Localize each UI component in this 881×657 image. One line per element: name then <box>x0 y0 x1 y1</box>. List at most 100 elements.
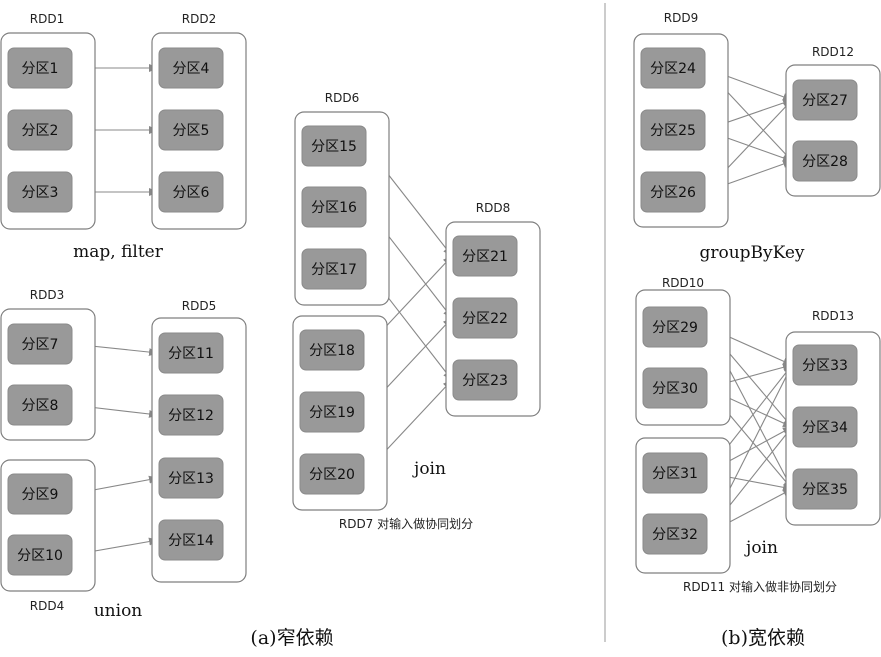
rdd-rdd13: 分区33 分区34 分区35 <box>785 331 881 526</box>
partition-label: 分区11 <box>168 346 214 362</box>
partition-label: 分区1 <box>22 61 59 77</box>
partition-node: 分区26 <box>640 171 706 213</box>
rdd-label: RDD2 <box>182 12 216 26</box>
partition-box <box>792 79 858 121</box>
partition-box <box>640 47 706 89</box>
partition-node: 分区28 <box>792 140 858 182</box>
rdd-label: RDD3 <box>30 288 64 302</box>
rdd-label: RDD11 对输入做非协同划分 <box>683 579 837 594</box>
rdd-rdd7: 分区18 分区19 分区20 <box>292 315 388 511</box>
partition-label: 分区34 <box>802 420 848 436</box>
partition-node: 分区22 <box>452 297 518 339</box>
rdd-label: RDD1 <box>30 12 64 26</box>
partition-node: 分区21 <box>452 235 518 277</box>
partition-box <box>640 171 706 213</box>
partition-label: 分区26 <box>650 185 696 201</box>
rdd-label: RDD7 对输入做协同划分 <box>339 516 473 531</box>
partition-label: 分区8 <box>22 398 59 414</box>
rdd-label: RDD13 <box>812 309 854 323</box>
partition-node: 分区35 <box>792 468 858 510</box>
partition-label: 分区12 <box>168 408 214 424</box>
partition-box <box>7 473 73 515</box>
partition-node: 分区16 <box>301 186 367 228</box>
operation-label-join-wide: join <box>744 538 778 558</box>
partition-label: 分区33 <box>802 358 848 374</box>
partition-box <box>301 186 367 228</box>
partition-node: 分区29 <box>642 306 708 348</box>
partition-box <box>642 513 708 555</box>
rdd-label: RDD6 <box>325 91 359 105</box>
partition-box <box>640 109 706 151</box>
partition-box <box>452 297 518 339</box>
partition-node: 分区23 <box>452 359 518 401</box>
rdd-label: RDD8 <box>476 201 510 215</box>
partition-box <box>158 394 224 436</box>
operation-label-union: union <box>94 601 143 621</box>
operation-label-mapfilter: map, filter <box>73 242 164 262</box>
partition-box <box>301 125 367 167</box>
partition-node: 分区5 <box>158 109 224 151</box>
partition-box <box>642 452 708 494</box>
partition-box <box>158 519 224 561</box>
partition-label: 分区22 <box>462 311 508 327</box>
partition-box <box>158 47 224 89</box>
partition-box <box>299 391 365 433</box>
partition-label: 分区35 <box>802 482 848 498</box>
partition-label: 分区23 <box>462 373 508 389</box>
partition-node: 分区12 <box>158 394 224 436</box>
partition-box <box>158 457 224 499</box>
partition-node: 分区18 <box>299 329 365 371</box>
partition-label: 分区18 <box>309 343 355 359</box>
partition-node: 分区30 <box>642 367 708 409</box>
partition-label: 分区20 <box>309 467 355 483</box>
partition-node: 分区34 <box>792 406 858 448</box>
partition-node: 分区33 <box>792 344 858 386</box>
partition-node: 分区19 <box>299 391 365 433</box>
partition-box <box>158 109 224 151</box>
partition-node: 分区13 <box>158 457 224 499</box>
partition-box <box>792 406 858 448</box>
partition-box <box>7 384 73 426</box>
partition-box <box>792 140 858 182</box>
partition-label: 分区13 <box>168 471 214 487</box>
partition-box <box>642 367 708 409</box>
partition-node: 分区32 <box>642 513 708 555</box>
partition-box <box>452 235 518 277</box>
partition-label: 分区6 <box>173 185 210 201</box>
rdd-rdd2: 分区4 分区5 分区6 <box>151 32 247 230</box>
partition-node: 分区25 <box>640 109 706 151</box>
partition-node: 分区10 <box>7 534 73 576</box>
partition-box <box>7 171 73 213</box>
partition-label: 分区25 <box>650 123 696 139</box>
rdd-container <box>151 317 247 583</box>
partition-label: 分区4 <box>173 61 210 77</box>
rdd-label: RDD10 <box>662 276 704 290</box>
operation-label-join-narrow: join <box>412 459 446 479</box>
partition-node: 分区15 <box>301 125 367 167</box>
partition-box <box>7 47 73 89</box>
caption-narrow: (a)窄依赖 <box>250 627 333 649</box>
rdd-rdd10: 分区29 分区30 <box>635 289 731 426</box>
caption-wide: (b)宽依赖 <box>721 627 805 649</box>
partition-box <box>452 359 518 401</box>
rdd-rdd8: 分区21 分区22 分区23 <box>445 221 541 417</box>
partition-node: 分区4 <box>158 47 224 89</box>
partition-label: 分区29 <box>652 320 698 336</box>
partition-node: 分区27 <box>792 79 858 121</box>
partition-box <box>792 344 858 386</box>
partition-node: 分区3 <box>7 171 73 213</box>
partition-label: 分区15 <box>311 139 357 155</box>
partition-box <box>792 468 858 510</box>
rdd-rdd6: 分区15 分区16 分区17 <box>294 111 390 306</box>
partition-label: 分区28 <box>802 154 848 170</box>
partition-label: 分区17 <box>311 262 357 278</box>
partition-node: 分区1 <box>7 47 73 89</box>
partition-box <box>301 248 367 290</box>
